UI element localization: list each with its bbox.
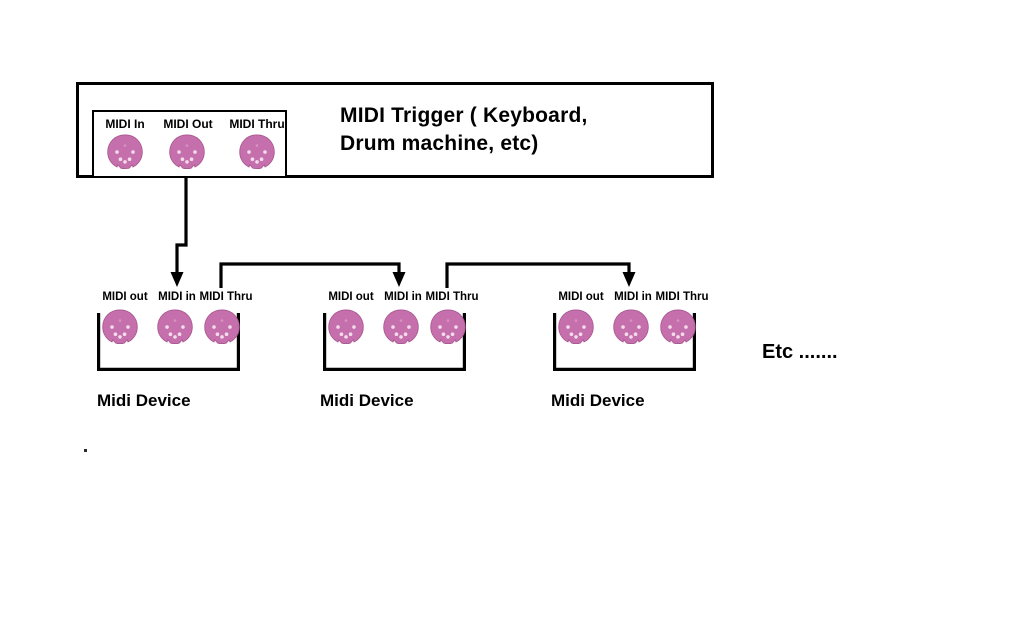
midi-din-connector-icon[interactable]: [156, 308, 194, 346]
midi-device-chassis: [323, 313, 466, 371]
midi-din-connector-icon[interactable]: [327, 308, 365, 346]
midi-din-connector-icon[interactable]: [557, 308, 595, 346]
midi-device-caption: Midi Device: [97, 391, 191, 410]
trigger-jack-label-midi-out: MIDI Out: [163, 117, 213, 131]
midi-trigger-title: MIDI Trigger ( Keyboard, Drum machine, e…: [340, 102, 700, 159]
stray-dot-mark: [84, 449, 87, 452]
device-3-jack-label-midi-in: MIDI in: [614, 291, 652, 303]
etc-label: Etc .......: [762, 341, 838, 363]
midi-device-chassis: [97, 313, 240, 371]
midi-din-connector-icon[interactable]: [101, 308, 139, 346]
device-1-jack-label-midi-thru: MIDI Thru: [199, 291, 253, 303]
device-2-jack-label-midi-out: MIDI out: [328, 291, 374, 303]
midi-din-connector-icon[interactable]: [612, 308, 650, 346]
midi-din-connector-icon[interactable]: [203, 308, 241, 346]
midi-device-caption: Midi Device: [551, 391, 645, 410]
device-1-jack-label-midi-in: MIDI in: [158, 291, 196, 303]
midi-trigger-title-line-1: MIDI Trigger ( Keyboard,: [340, 104, 588, 127]
device-2-jack-label-midi-thru: MIDI Thru: [425, 291, 479, 303]
device-2-jack-label-midi-in: MIDI in: [384, 291, 422, 303]
midi-device-caption: Midi Device: [320, 391, 414, 410]
midi-din-connector-icon[interactable]: [106, 133, 144, 171]
trigger-jack-label-midi-in: MIDI In: [105, 117, 145, 131]
midi-din-connector-icon[interactable]: [382, 308, 420, 346]
midi-device-chassis: [553, 313, 696, 371]
midi-din-connector-icon[interactable]: [659, 308, 697, 346]
cable-device-1-thru-to-device-2-in: [219, 262, 406, 288]
midi-din-connector-icon[interactable]: [238, 133, 276, 171]
trigger-jack-label-midi-thru: MIDI Thru: [229, 117, 285, 131]
midi-trigger-title-line-2: Drum machine, etc): [340, 132, 539, 156]
device-1-jack-label-midi-out: MIDI out: [102, 291, 148, 303]
cable-device-2-thru-to-device-3-in: [445, 262, 636, 288]
cable-trigger-out-to-device-1-in: [170, 178, 188, 287]
device-3-jack-label-midi-out: MIDI out: [558, 291, 604, 303]
device-3-jack-label-midi-thru: MIDI Thru: [655, 291, 709, 303]
midi-din-connector-icon[interactable]: [429, 308, 467, 346]
midi-din-connector-icon[interactable]: [168, 133, 206, 171]
